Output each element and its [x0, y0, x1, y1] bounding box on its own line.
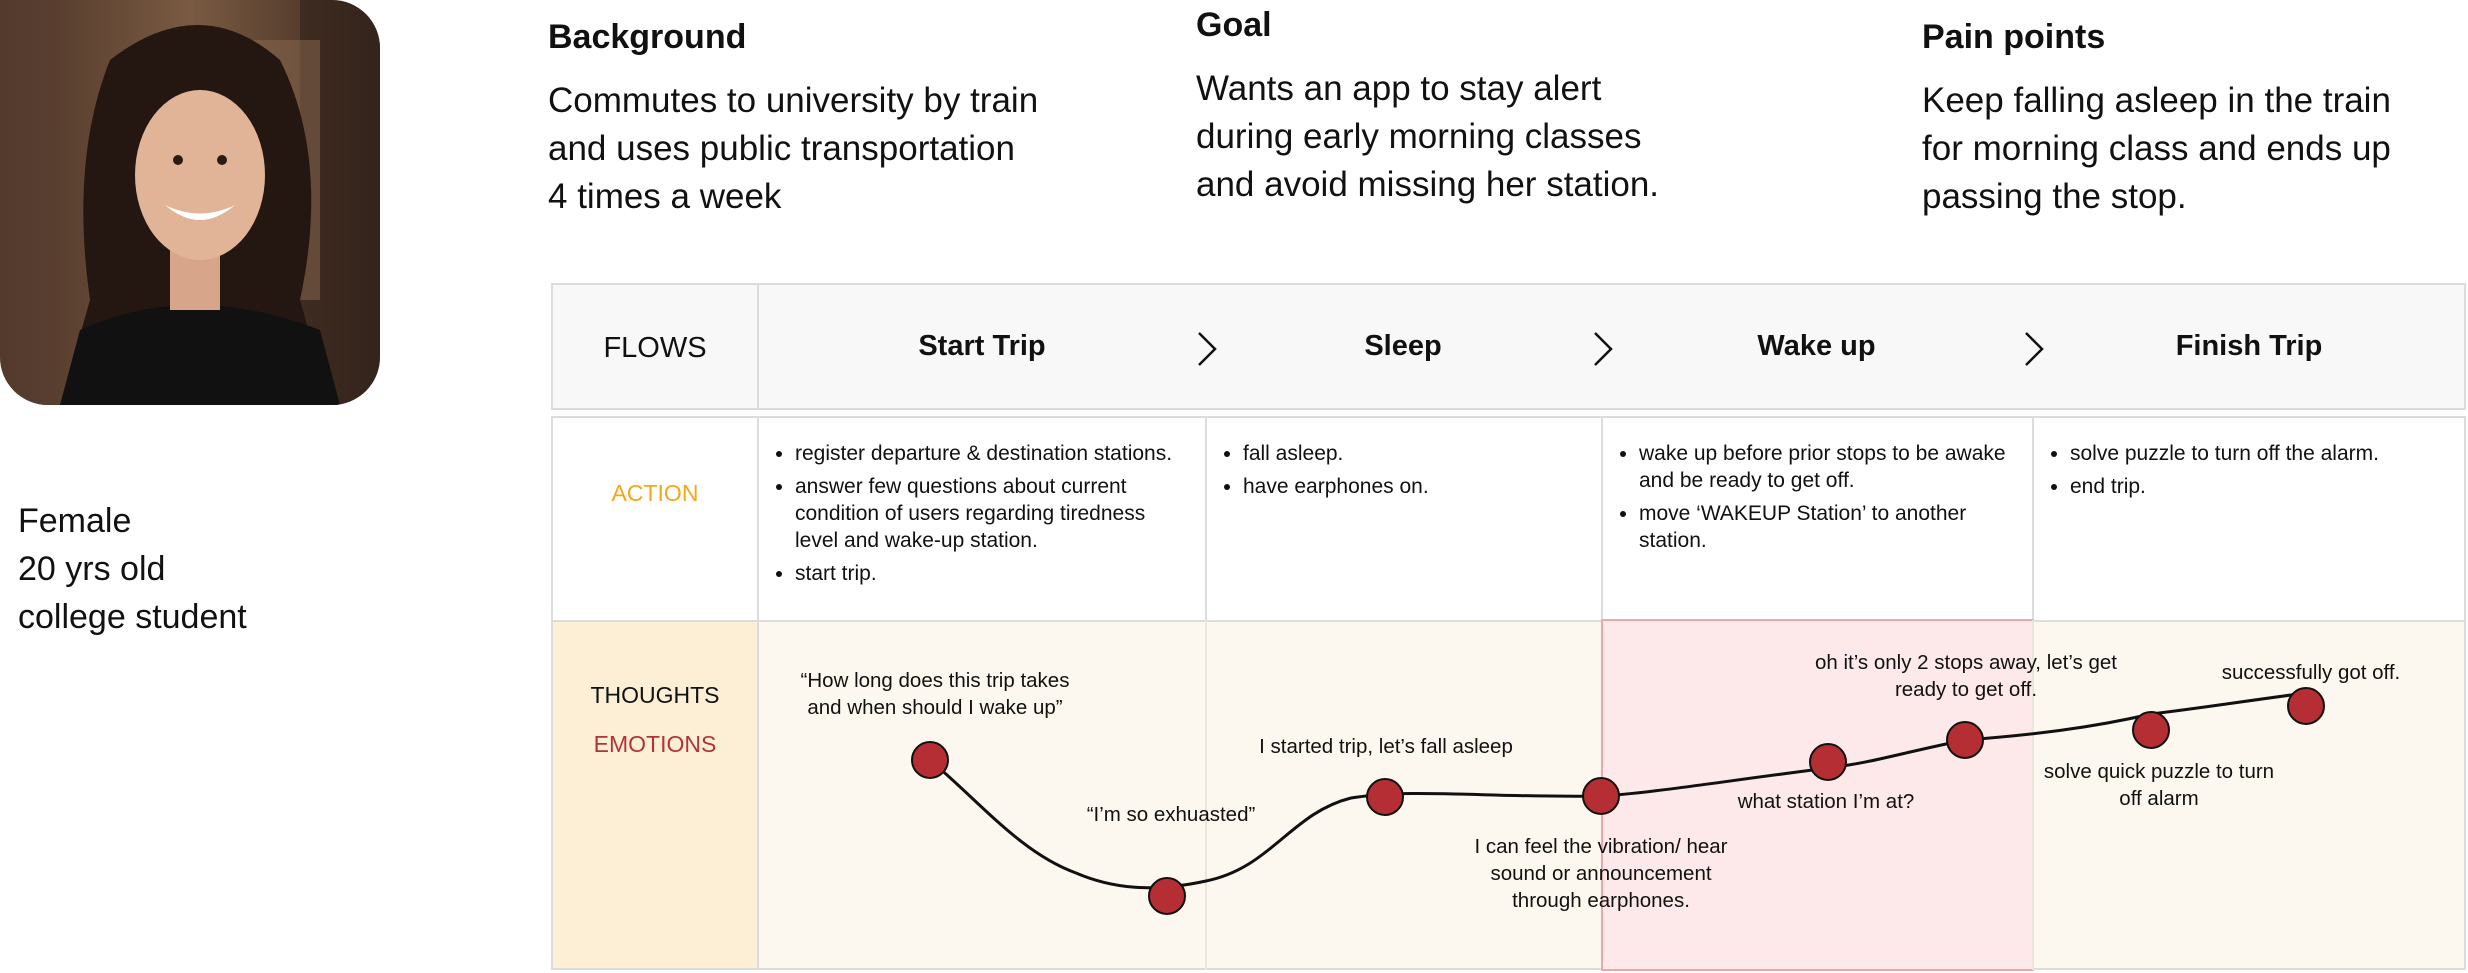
persona-age: 20 yrs old — [18, 550, 166, 588]
goal-line: Wants an app to stay alert — [1196, 69, 1602, 108]
background-section: Background Commutes to university by tra… — [548, 18, 1038, 221]
pain-points-line: Keep falling asleep in the train — [1922, 81, 2391, 120]
action-label: ACTION — [611, 480, 699, 506]
goal-text: Wants an app to stay alert during early … — [1196, 65, 1659, 209]
pain-points-title: Pain points — [1922, 18, 2106, 56]
thought-note: “How long does this trip takes and when … — [800, 669, 1070, 719]
thought-note: “I’m so exhuasted” — [1086, 803, 1256, 826]
emotion-point — [911, 741, 949, 779]
action-item: register departure & destination station… — [795, 440, 1193, 467]
background-text: Commutes to university by train and uses… — [548, 77, 1038, 221]
thought-note: oh it’s only 2 stops away, let’s get rea… — [1815, 651, 2117, 701]
flow-wake-up: Wake up — [1757, 330, 1876, 362]
background-line: and uses public transportation — [548, 129, 1015, 168]
flow-start-trip: Start Trip — [918, 330, 1046, 362]
emotion-point — [2287, 687, 2325, 725]
flows-label: FLOWS — [603, 332, 707, 364]
persona-occupation: college student — [18, 598, 247, 636]
flows-label-cell: FLOWS — [551, 283, 759, 410]
emotion-point — [1946, 721, 1984, 759]
chevron-right-icon — [1198, 332, 1217, 366]
emotion-curve — [911, 687, 2325, 915]
column-divider — [2032, 620, 2034, 970]
thought-note: solve quick puzzle to turn off alarm — [2043, 760, 2275, 810]
emotion-point — [1809, 743, 1847, 781]
flow-finish-trip: Finish Trip — [2175, 330, 2323, 362]
journey-map: FLOWS Start Trip Sleep Wake up Finish Tr… — [551, 283, 2466, 973]
persona-gender: Female — [18, 502, 132, 540]
action-item: fall asleep. — [1243, 440, 1589, 467]
action-item: answer few questions about current condi… — [795, 473, 1193, 554]
goal-section: Goal Wants an app to stay alert during e… — [1196, 6, 1659, 209]
profile-photo — [0, 0, 380, 405]
emotion-point — [1582, 777, 1620, 815]
pain-points-text: Keep falling asleep in the train for mor… — [1922, 77, 2391, 221]
goal-line: and avoid missing her station. — [1196, 165, 1660, 204]
goal-line: during early morning classes — [1196, 117, 1642, 156]
thought-note: what station I’m at? — [1737, 790, 1915, 813]
thought-note: I can feel the vibration/ hear sound or … — [1474, 835, 1728, 912]
flow-sleep: Sleep — [1364, 330, 1442, 362]
background-line: 4 times a week — [548, 177, 782, 216]
chevron-right-icon — [1594, 332, 1613, 366]
action-item: have earphones on. — [1243, 473, 1589, 500]
pain-points-line: for morning class and ends up — [1922, 129, 2391, 168]
emotions-label: EMOTIONS — [593, 731, 717, 757]
persona-info: Female 20 yrs old college student — [18, 497, 247, 641]
action-item: solve puzzle to turn off the alarm. — [2070, 440, 2452, 467]
wake-up-highlight — [1601, 619, 2034, 971]
pain-points-section: Pain points Keep falling asleep in the t… — [1922, 18, 2391, 221]
action-item: start trip. — [795, 560, 1193, 587]
action-item: move ‘WAKEUP Station’ to another station… — [1639, 500, 2012, 554]
column-divider — [1205, 620, 1207, 970]
emotion-point — [2132, 711, 2170, 749]
action-item: end trip. — [2070, 473, 2452, 500]
pain-points-line: passing the stop. — [1922, 177, 2187, 216]
action-label-cell: ACTION — [551, 416, 759, 626]
flows-row — [551, 283, 2466, 410]
goal-title: Goal — [1196, 6, 1272, 44]
thoughts-label-cell: THOUGHTS EMOTIONS — [551, 620, 759, 970]
thought-note: I started trip, let’s fall asleep — [1259, 735, 1513, 758]
action-item: wake up before prior stops to be awake a… — [1639, 440, 2012, 494]
emotion-point — [1366, 778, 1404, 816]
background-title: Background — [548, 18, 747, 56]
thought-note: successfully got off. — [2221, 661, 2401, 684]
chevron-right-icon — [2025, 332, 2044, 366]
background-line: Commutes to university by train — [548, 81, 1039, 120]
emotion-point — [1148, 877, 1186, 915]
thoughts-label: THOUGHTS — [590, 682, 720, 708]
